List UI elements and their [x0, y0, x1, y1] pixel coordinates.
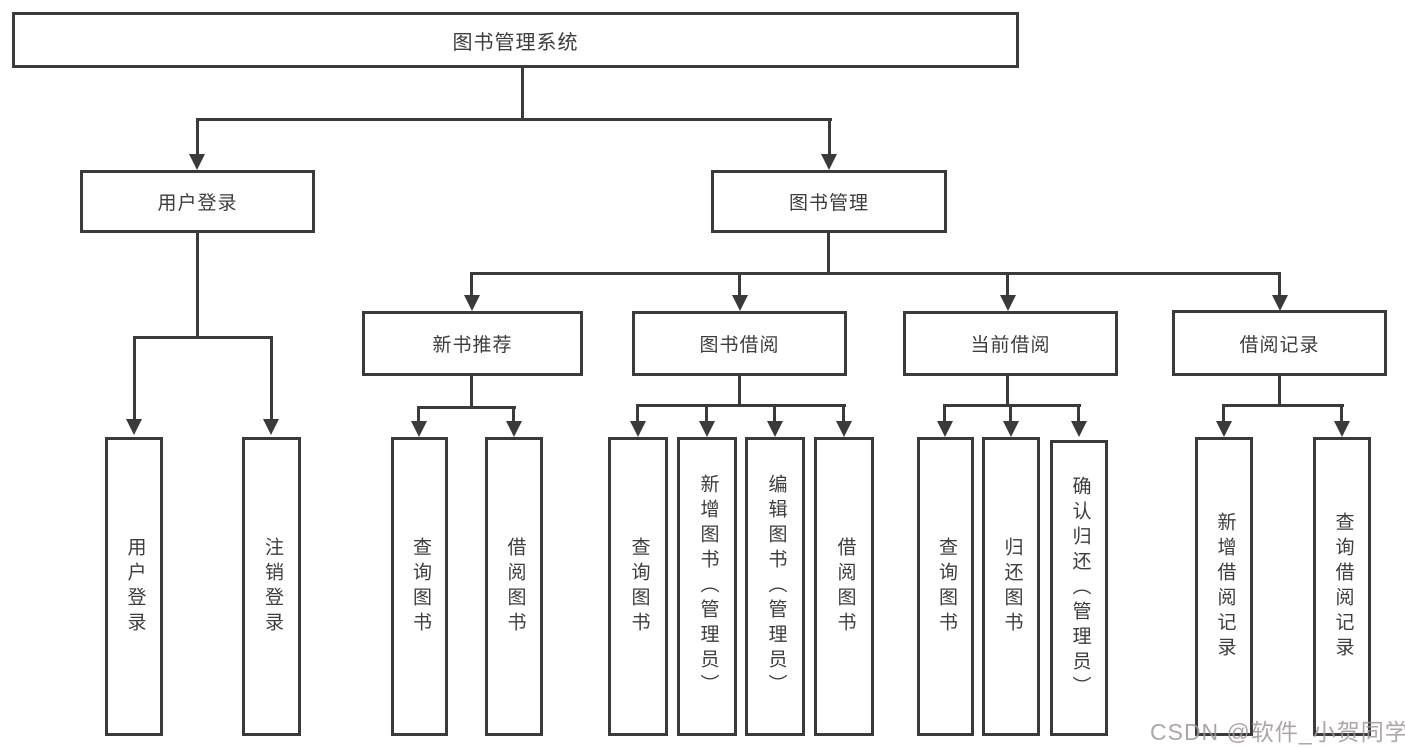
arrowhead-leaf-add-books-admin [699, 421, 715, 437]
connector-to-current-borrowing [1006, 272, 1009, 296]
connector-to-leaf-add-borrow-record [1222, 404, 1225, 422]
leaf-label: 新增图书（管理员） [697, 474, 719, 699]
connector-to-leaf-edit-books-admin [773, 404, 776, 422]
arrowhead-book-borrowing [732, 295, 748, 311]
leaf-label: 查询借阅记录 [1332, 511, 1354, 662]
connector-to-leaf-query-books-borrowing [636, 404, 639, 422]
node-book-management: 图书管理 [711, 170, 947, 233]
connector-recommendation-hbar [417, 406, 516, 409]
node-label: 新书推荐 [432, 335, 513, 356]
arrowhead-leaf-edit-books-admin [767, 421, 783, 437]
leaf-label: 查询图书 [935, 536, 957, 637]
leaf-label: 用户登录 [124, 536, 146, 637]
node-label: 用户登录 [157, 193, 238, 214]
leaf-add-borrow-record: 新增借阅记录 [1195, 437, 1253, 736]
node-library-management-system: 图书管理系统 [12, 12, 1019, 68]
leaf-edit-books-admin: 编辑图书（管理员） [745, 437, 805, 736]
arrowhead-leaf-confirm-return [1071, 421, 1087, 437]
arrowhead-leaf-query-borrow-record [1334, 421, 1350, 437]
leaf-query-books-borrowing: 查询图书 [608, 437, 668, 736]
leaf-label: 新增借阅记录 [1214, 511, 1236, 662]
connector-root-stem [521, 68, 524, 118]
leaf-label: 编辑图书（管理员） [765, 474, 787, 699]
connector-user-login-hbar [133, 336, 273, 339]
connector-to-leaf-query-borrow-record [1340, 404, 1343, 422]
node-new-book-recommendation: 新书推荐 [362, 311, 583, 376]
leaf-query-borrow-record: 查询借阅记录 [1313, 437, 1371, 736]
node-label: 借阅记录 [1239, 334, 1320, 356]
arrowhead-leaf-logout [263, 419, 279, 435]
arrowhead-leaf-add-borrow-record [1216, 421, 1232, 437]
csdn-watermark: CSDN @软件_小贺同学 [1150, 719, 1405, 745]
connector-to-user-login [196, 118, 199, 156]
connector-level3-hbar [470, 272, 1281, 275]
connector-to-leaf-logout [270, 336, 273, 420]
connector-records-hbar [1222, 404, 1344, 407]
leaf-query-books-recommend: 查询图书 [391, 437, 448, 736]
leaf-label: 确认归还（管理员） [1069, 475, 1091, 701]
leaf-query-books-current: 查询图书 [917, 437, 974, 736]
node-current-borrowing: 当前借阅 [903, 311, 1118, 376]
connector-to-leaf-confirm-return [1077, 404, 1080, 422]
connector-to-book-borrowing [738, 272, 741, 296]
arrowhead-leaf-borrow-books-borrowing [836, 421, 852, 437]
connector-recommendation-stem [470, 376, 473, 408]
connector-to-leaf-borrow-books-recommend [512, 406, 515, 422]
leaf-borrow-books-borrowing: 借阅图书 [814, 437, 874, 736]
node-label: 图书管理系统 [452, 31, 579, 54]
connector-current-hbar [943, 404, 1081, 407]
arrowhead-leaf-query-books-current [937, 421, 953, 437]
arrowhead-leaf-query-books-borrowing [630, 421, 646, 437]
leaf-borrow-books-recommend: 借阅图书 [485, 437, 543, 736]
node-label: 当前借阅 [970, 335, 1051, 356]
leaf-return-books: 归还图书 [982, 437, 1040, 736]
connector-to-book-management [828, 118, 831, 156]
arrowhead-leaf-borrow-books-recommend [506, 421, 522, 437]
connector-to-borrowing-records [1278, 272, 1281, 296]
node-label: 图书管理 [788, 193, 869, 214]
node-book-borrowing: 图书借阅 [632, 311, 847, 376]
arrowhead-user-login [189, 154, 205, 170]
node-user-login: 用户登录 [80, 170, 315, 233]
arrowhead-borrowing-records [1272, 295, 1288, 311]
leaf-label: 注销登录 [261, 536, 283, 637]
leaf-label: 查询图书 [409, 536, 431, 637]
connector-to-leaf-query-books-recommend [417, 406, 420, 422]
arrowhead-current-borrowing [1000, 295, 1016, 311]
arrowhead-leaf-query-books-recommend [411, 421, 427, 437]
arrowhead-new-book-recommendation [464, 295, 480, 311]
connector-borrowing-stem [738, 376, 741, 407]
leaf-user-login: 用户登录 [105, 437, 163, 736]
connector-to-leaf-add-books-admin [705, 404, 708, 422]
leaf-label: 归还图书 [1001, 536, 1023, 637]
connector-to-leaf-user-login [133, 336, 136, 420]
leaf-label: 借阅图书 [834, 536, 856, 637]
connector-to-leaf-borrow-books-borrowing [842, 404, 845, 422]
connector-borrowing-hbar [636, 404, 846, 407]
connector-current-stem [1006, 376, 1009, 407]
arrowhead-book-management [821, 154, 837, 170]
connector-level2-hbar [196, 118, 832, 121]
connector-to-leaf-return-books [1009, 404, 1012, 422]
arrowhead-leaf-return-books [1003, 421, 1019, 437]
leaf-logout: 注销登录 [242, 437, 301, 736]
leaf-label: 借阅图书 [504, 536, 526, 637]
leaf-add-books-admin: 新增图书（管理员） [677, 437, 737, 736]
connector-book-management-stem [827, 233, 830, 274]
node-label: 图书借阅 [699, 335, 780, 356]
connector-user-login-stem [196, 233, 199, 338]
leaf-label: 查询图书 [628, 536, 650, 637]
arrowhead-leaf-user-login [126, 419, 142, 435]
connector-records-stem [1278, 376, 1281, 406]
connector-to-leaf-query-books-current [943, 404, 946, 422]
connector-to-new-book-recommendation [470, 272, 473, 296]
leaf-confirm-return-admin: 确认归还（管理员） [1050, 440, 1108, 736]
node-borrowing-records: 借阅记录 [1172, 310, 1387, 376]
